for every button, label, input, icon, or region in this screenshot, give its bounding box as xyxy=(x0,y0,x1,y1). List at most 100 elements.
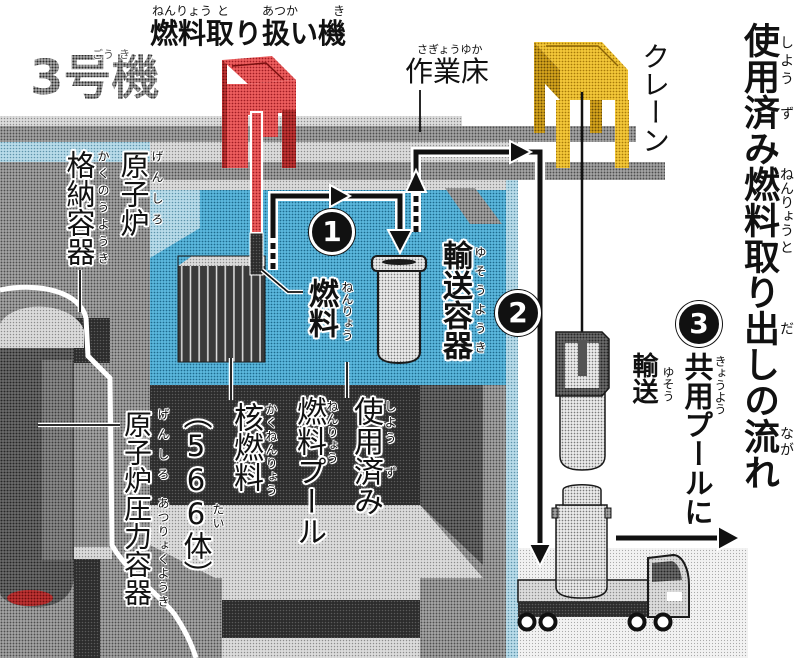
crane-front-left-leg xyxy=(556,100,570,168)
fuel-handling-machine-ruby-to: と xyxy=(217,4,230,18)
machine-top-recess xyxy=(231,62,285,81)
truck-wheel xyxy=(627,612,647,632)
spent-fuel-pool-label-line2: 燃料プール xyxy=(291,396,326,546)
fuel-rack-outline xyxy=(177,255,266,363)
crane-back-right-leg xyxy=(590,100,602,133)
truck-wheel xyxy=(517,612,537,632)
transport-cask-on-truck xyxy=(551,484,612,599)
arrow-2-head-up xyxy=(404,167,428,193)
title-ruby-to: と xyxy=(778,240,794,254)
pressure-vessel-bottom-core xyxy=(7,590,53,606)
leader-lines xyxy=(38,90,421,428)
fuel-label: 燃料 xyxy=(303,278,338,338)
machine-middle-leg xyxy=(263,112,278,137)
hanging-cask-rod xyxy=(578,340,587,376)
nuclear-fuel-count-ruby: たい xyxy=(211,503,225,531)
fuel-rack-front xyxy=(178,266,265,362)
step-3-number: 3 xyxy=(689,307,709,340)
nuclear-fuel-count: （566体） xyxy=(179,400,213,589)
containment-outline xyxy=(0,284,199,658)
containment-vessel-ruby-2: かくのうようき xyxy=(96,150,110,269)
spent-fuel-pool-label-line1: 使用済み xyxy=(348,396,383,516)
crane-top xyxy=(534,42,628,70)
transport-cask-in-pool xyxy=(371,255,427,365)
nuclear-fuel-label: 核燃料 xyxy=(228,402,263,492)
spent-fuel-pool-ruby-nenryou: ねんりょう xyxy=(325,400,339,465)
crane-left-face xyxy=(534,42,560,100)
fuel-handling-machine xyxy=(222,56,296,276)
operating-floor-ruby: さぎょうゆか xyxy=(417,43,483,56)
fuel-ruby: ねんりょう xyxy=(340,281,354,341)
truck-chassis xyxy=(518,602,688,617)
flow-arrows xyxy=(268,139,743,569)
step-1-number: 1 xyxy=(322,215,342,248)
step-3-label-line2: 輸送 xyxy=(628,352,658,404)
fuel-handling-machine-label: 燃料取り扱い機 xyxy=(150,17,347,50)
pool-front-wall xyxy=(150,385,420,505)
fuel-handling-machine-ruby-atsuka: あつか xyxy=(262,4,299,18)
pressure-vessel-ruby-1: げんしろ xyxy=(156,408,170,488)
hanging-transport-cask xyxy=(555,331,610,471)
operating-floor-label: 作業床 xyxy=(405,55,490,88)
upper-wall-band-left xyxy=(0,142,150,162)
crane-label: クレーン xyxy=(638,42,671,154)
pool-back-wall xyxy=(150,180,506,190)
unit-label-ruby-ki: き xyxy=(119,48,130,61)
title-ruby-shiyou: しよう xyxy=(778,35,794,89)
arrow-2-head-right xyxy=(509,139,534,165)
machine-right-leg xyxy=(282,110,296,168)
machine-top xyxy=(222,56,296,84)
pool-right-wall xyxy=(420,385,483,565)
spent-fuel-pool-ruby-zu: ず xyxy=(383,466,397,478)
machine-mast xyxy=(250,111,263,234)
truck-cab-window xyxy=(652,561,682,582)
nuclear-fuel-ruby: かくねんりょう xyxy=(264,403,278,498)
operating-floor-slab xyxy=(0,162,665,180)
pool-floor-face xyxy=(150,505,483,578)
pool-side-slope xyxy=(445,188,502,224)
step-2-badge: 2 xyxy=(495,290,541,336)
vessel-skirt xyxy=(74,547,112,559)
cask-body xyxy=(377,269,421,365)
title-ruby-naga: なが xyxy=(778,426,794,458)
step-1-badge: 1 xyxy=(309,209,355,255)
pressure-vessel-label: 原子炉圧力容器 xyxy=(120,410,153,606)
containment-vessel-label-line1: 原子炉 xyxy=(116,150,150,237)
step-2-number: 2 xyxy=(508,296,528,329)
overhead-crane xyxy=(534,42,629,340)
fuel-rack-top xyxy=(178,256,265,266)
pool-step xyxy=(150,190,200,258)
truck-cask-lid xyxy=(562,484,602,506)
truck-wheel xyxy=(538,612,558,632)
step-3-label-line1: 共用プールに xyxy=(680,352,714,526)
machine-grapple xyxy=(249,232,264,276)
title-ruby-da: だ xyxy=(778,321,794,335)
truck-headlight xyxy=(667,592,682,601)
containment-vessel-ruby-1: げんしろ xyxy=(150,150,164,234)
pressure-vessel-ruby-2: あつりょくようき xyxy=(156,497,170,609)
truck-cask-lug-right xyxy=(604,507,612,519)
roof-band xyxy=(0,126,636,142)
spent-fuel-pool-ruby-shiyou: しよう xyxy=(383,400,397,448)
containment-vessel xyxy=(0,284,199,658)
diagram-title: 使用済み燃料取り出しの流れ xyxy=(738,22,779,490)
crane-front-right-leg xyxy=(615,100,629,168)
unit-label-ruby-gou: ごう xyxy=(92,48,114,61)
title-ruby-zu: ず xyxy=(778,106,794,120)
crane-front-face xyxy=(560,70,628,100)
arrow-1-head-down xyxy=(386,229,414,256)
crane-back-left-leg xyxy=(534,72,545,133)
truck-wheel xyxy=(653,612,673,632)
containment-vessel-label-line2: 格納容器 xyxy=(62,150,96,266)
pressure-vessel-dome xyxy=(0,306,84,348)
unit-label: 3号機 xyxy=(30,50,160,106)
fuel-leader-line xyxy=(261,269,303,293)
arrow-3-head-right xyxy=(717,524,743,552)
transport-cask-label: 輸送容器 xyxy=(437,240,472,360)
truck-cask-lug-left xyxy=(551,507,559,519)
step-3-ruby-1: きょうよう xyxy=(713,355,727,415)
machine-front xyxy=(248,80,296,115)
step-3-ruby-2: ゆそう xyxy=(661,366,675,402)
